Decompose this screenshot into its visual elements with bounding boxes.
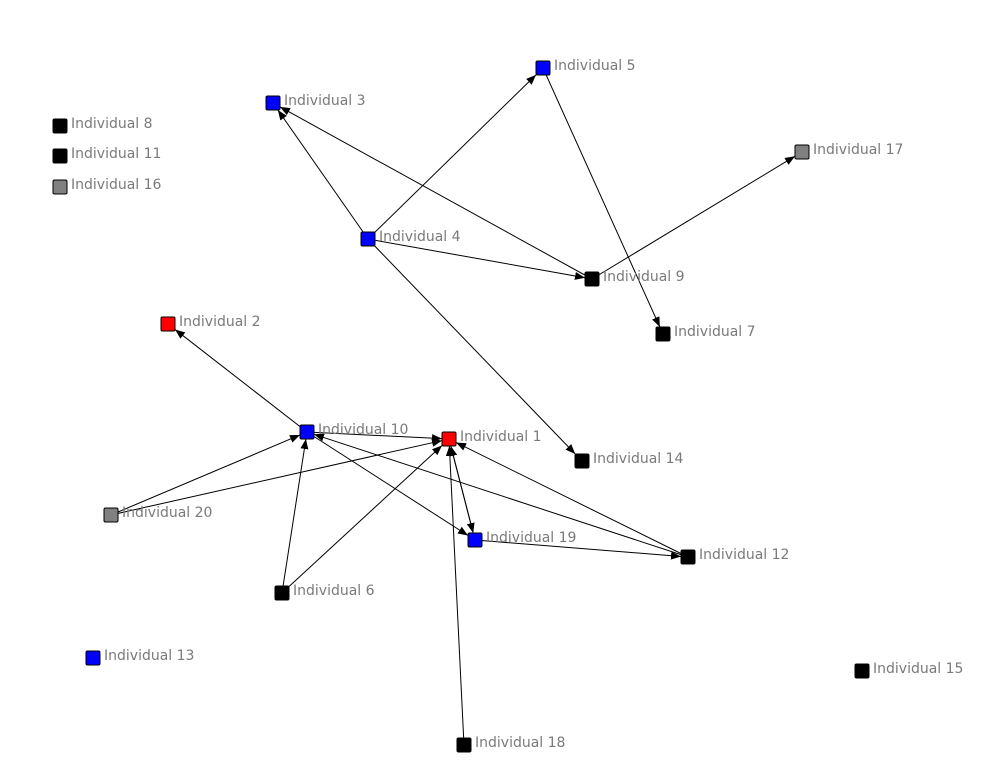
node-label: Individual 14 <box>593 451 684 467</box>
node-square[interactable] <box>794 144 810 160</box>
edge-i12-to-i10 <box>313 433 689 558</box>
node-i15[interactable]: Individual 15 <box>854 661 963 679</box>
edges-layer <box>110 67 796 746</box>
node-i12[interactable]: Individual 12 <box>680 547 789 565</box>
node-square[interactable] <box>52 148 68 164</box>
node-square[interactable] <box>360 231 376 247</box>
node-square[interactable] <box>441 431 457 447</box>
node-square[interactable] <box>574 453 590 469</box>
node-square[interactable] <box>52 118 68 134</box>
edge-i20-to-i1 <box>110 438 443 516</box>
node-label: Individual 5 <box>554 58 636 74</box>
node-i8[interactable]: Individual 8 <box>52 116 153 134</box>
nodes-layer: Individual 1 Individual 2 Individual 3 Indi… <box>52 58 963 753</box>
node-label: Individual 4 <box>379 229 461 245</box>
node-i20[interactable]: Individual 20 <box>103 505 212 523</box>
node-label: Individual 9 <box>603 269 685 285</box>
edge-i6-to-i1 <box>281 445 443 594</box>
node-label: Individual 1 <box>460 429 542 445</box>
node-i7[interactable]: Individual 7 <box>655 324 756 342</box>
node-i5[interactable]: Individual 5 <box>535 58 636 76</box>
node-label: Individual 10 <box>318 422 408 438</box>
node-i6[interactable]: Individual 6 <box>274 583 375 601</box>
node-square[interactable] <box>85 650 101 666</box>
node-i11[interactable]: Individual 11 <box>52 146 161 164</box>
node-square[interactable] <box>52 179 68 195</box>
edge-i4-to-i3 <box>277 109 369 240</box>
node-label: Individual 17 <box>813 142 903 158</box>
node-label: Individual 6 <box>293 583 375 599</box>
node-square[interactable] <box>535 60 551 76</box>
node-label: Individual 15 <box>873 661 963 677</box>
node-i4[interactable]: Individual 4 <box>360 229 461 247</box>
node-square[interactable] <box>265 95 281 111</box>
edge-i20-to-i10 <box>110 434 301 516</box>
node-i18[interactable]: Individual 18 <box>456 735 565 753</box>
edge-i19-to-i12 <box>474 539 682 560</box>
node-square[interactable] <box>274 585 290 601</box>
node-label: Individual 20 <box>122 505 212 521</box>
edge-i10-to-i19 <box>306 431 469 536</box>
node-square[interactable] <box>680 549 696 565</box>
node-i17[interactable]: Individual 17 <box>794 142 903 160</box>
node-label: Individual 3 <box>284 93 366 109</box>
node-label: Individual 16 <box>71 177 162 193</box>
node-i10[interactable]: Individual 10 <box>299 422 408 440</box>
node-square[interactable] <box>467 532 483 548</box>
edge-i4-to-i14 <box>367 238 576 455</box>
node-label: Individual 13 <box>104 648 194 664</box>
node-label: Individual 8 <box>71 116 153 132</box>
node-i19[interactable]: Individual 19 <box>467 530 576 548</box>
node-label: Individual 2 <box>179 314 261 330</box>
node-label: Individual 12 <box>699 547 789 563</box>
node-i16[interactable]: Individual 16 <box>52 177 162 195</box>
node-i9[interactable]: Individual 9 <box>584 269 685 287</box>
node-square[interactable] <box>160 316 176 332</box>
node-i1[interactable]: Individual 1 <box>441 429 542 447</box>
node-square[interactable] <box>103 507 119 523</box>
edge-i5-to-i7 <box>542 67 661 328</box>
edge-i10-to-i2 <box>174 329 308 433</box>
node-square[interactable] <box>456 737 472 753</box>
edge-i10-to-i1 <box>306 431 443 443</box>
node-i14[interactable]: Individual 14 <box>574 451 684 469</box>
edge-i4-to-i9 <box>367 238 586 280</box>
edge-i19-to-i1 <box>449 445 476 541</box>
node-square[interactable] <box>584 271 600 287</box>
node-label: Individual 19 <box>486 530 576 546</box>
node-square[interactable] <box>299 424 315 440</box>
node-label: Individual 7 <box>674 324 756 340</box>
node-i13[interactable]: Individual 13 <box>85 648 194 666</box>
edge-i18-to-i1 <box>445 445 465 746</box>
node-label: Individual 18 <box>475 735 565 751</box>
node-i3[interactable]: Individual 3 <box>265 93 366 111</box>
node-square[interactable] <box>655 326 671 342</box>
edge-i4-to-i5 <box>367 74 537 240</box>
node-label: Individual 11 <box>71 146 161 162</box>
node-square[interactable] <box>854 663 870 679</box>
node-i2[interactable]: Individual 2 <box>160 314 261 332</box>
edge-i9-to-i3 <box>279 106 593 280</box>
edge-i9-to-i17 <box>591 155 796 280</box>
edge-i6-to-i10 <box>281 438 309 594</box>
edge-i12-to-i1 <box>455 442 689 558</box>
